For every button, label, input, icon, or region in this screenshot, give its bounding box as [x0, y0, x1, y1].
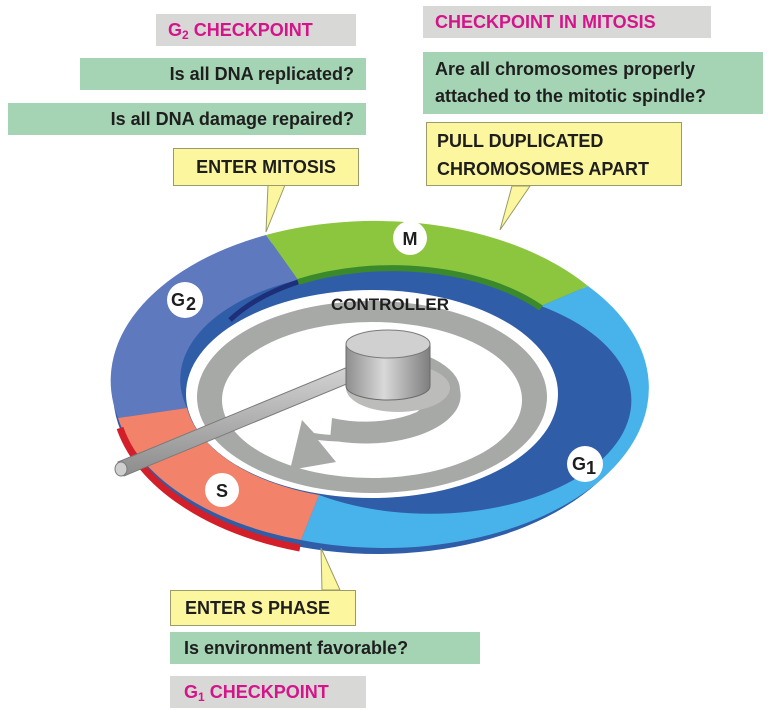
s-phase-marker	[205, 473, 239, 507]
s-phase-rim-shade	[116, 426, 301, 552]
enter-mitosis-pointer	[265, 184, 286, 233]
g1-phase-label: G	[572, 454, 586, 474]
g2-phase-label: G	[171, 290, 185, 310]
g1-phase-segment	[301, 286, 649, 549]
pull-apart-pointer	[499, 185, 531, 231]
controller-label: CONTROLLER	[331, 295, 449, 314]
g2-phase-subscript: 2	[186, 294, 196, 314]
mitosis-checkpoint-title: CHECKPOINT IN MITOSIS	[423, 6, 711, 38]
controller-knob	[345, 329, 431, 401]
m-phase-inner-shade	[297, 265, 543, 311]
g2-phase-inner-shade	[228, 279, 299, 322]
pull-chromosomes-callout: PULL DUPLICATED CHROMOSOMES APART	[426, 122, 682, 186]
g1-checkpoint-title: G1 CHECKPOINT	[170, 676, 366, 708]
s-phase-label: S	[216, 481, 228, 501]
mitosis-question: Are all chromosomes properly attached to…	[423, 52, 763, 114]
g2-phase-marker	[167, 282, 203, 318]
g1-question-environment: Is environment favorable?	[170, 632, 480, 664]
g2-question-dna-repaired: Is all DNA damage repaired?	[8, 103, 366, 135]
enter-s-pointer	[320, 547, 341, 591]
g2-phase-segment	[110, 235, 298, 418]
g2-question-dna-replicated: Is all DNA replicated?	[80, 58, 366, 90]
g2-checkpoint-title: G2 CHECKPOINT	[156, 14, 356, 46]
g1-phase-marker	[567, 446, 603, 482]
g1-phase-subscript: 1	[586, 458, 596, 478]
enter-mitosis-callout: ENTER MITOSIS	[173, 148, 359, 186]
m-phase-label: M	[403, 229, 418, 249]
m-phase-marker	[393, 221, 427, 255]
enter-s-phase-callout: ENTER S PHASE	[170, 590, 356, 626]
controller-arm-tip	[114, 461, 128, 477]
m-phase-segment	[266, 220, 588, 306]
